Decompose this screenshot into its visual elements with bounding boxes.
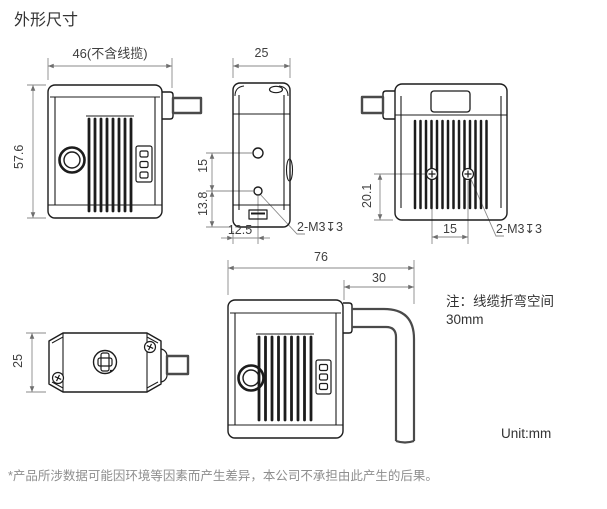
lens-bend-view bbox=[237, 364, 265, 392]
dim-back-hole-spacing: 15 bbox=[443, 222, 457, 236]
cable-front bbox=[162, 91, 203, 120]
side-button bbox=[285, 158, 294, 182]
top-view bbox=[48, 332, 190, 393]
cable-back bbox=[360, 90, 395, 120]
mount-holes-back bbox=[425, 167, 475, 181]
heatsink-fins-front bbox=[87, 117, 133, 213]
top-hole bbox=[268, 85, 284, 94]
thread-callout-back: 2-M3↧3 bbox=[496, 222, 542, 236]
cable-bend-view bbox=[227, 299, 416, 444]
cable-bend-note-line1: 注：线缆折弯空间 bbox=[446, 294, 554, 309]
mount-holes-side bbox=[252, 147, 264, 196]
screw-top-right bbox=[143, 340, 157, 354]
dim-side-width: 25 bbox=[254, 46, 269, 60]
lens bbox=[58, 146, 86, 174]
cable-bend-note-line2: 30mm bbox=[446, 312, 484, 327]
bottom-connector-slot bbox=[248, 209, 268, 220]
dim-back-hole-bottom: 20.1 bbox=[360, 183, 375, 209]
dim-side-hole-left: 12.5 bbox=[227, 223, 253, 237]
heatsink-fins-bend bbox=[257, 335, 313, 422]
dim-top-depth: 25 bbox=[11, 353, 26, 368]
led-indicators bbox=[135, 145, 153, 183]
bent-cable bbox=[343, 302, 416, 444]
dim-front-width: 46(不含线揽) bbox=[72, 46, 148, 61]
cable-top bbox=[165, 354, 190, 376]
dim-front-height: 57.6 bbox=[12, 144, 27, 170]
thread-callout-side: 2-M3↧3 bbox=[297, 220, 343, 234]
dim-side-hole-bottom: 13.8 bbox=[196, 191, 211, 217]
label-plate bbox=[430, 90, 471, 113]
dim-bend-total: 76 bbox=[314, 250, 328, 264]
led-indicators-bend-view bbox=[315, 359, 332, 395]
dimension-lines bbox=[26, 58, 504, 393]
front-view bbox=[47, 84, 203, 219]
unit-label: Unit:mm bbox=[501, 426, 552, 441]
heatsink-fins-back bbox=[413, 119, 488, 210]
disclaimer-footer: *产品所涉数据可能因环境等因素而产生差异，本公司不承担由此产生的后果。 bbox=[8, 469, 438, 483]
page-title: 外形尺寸 bbox=[14, 12, 79, 29]
dim-bend-space: 30 bbox=[372, 271, 386, 285]
back-view bbox=[360, 83, 508, 221]
focus-knob bbox=[92, 349, 118, 375]
screw-bottom-left bbox=[51, 371, 65, 385]
side-view bbox=[232, 82, 294, 228]
